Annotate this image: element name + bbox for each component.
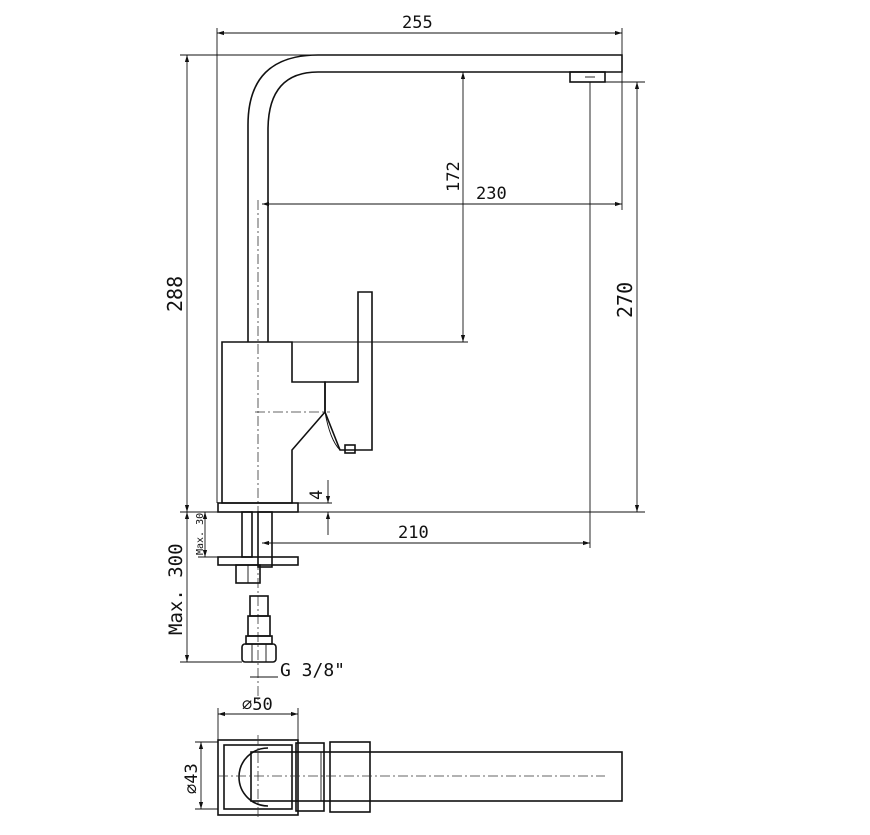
- dimension-max-300: Max. 300: [165, 512, 190, 662]
- faucet-body: [221, 341, 330, 504]
- lever-handle: [324, 291, 373, 454]
- dimension-label: 270: [613, 282, 637, 318]
- dimension-label: 255: [402, 13, 433, 33]
- extension-lines: [180, 28, 645, 663]
- dimension-label: Max. 300: [165, 543, 187, 635]
- dimension-288: 288: [163, 55, 190, 512]
- dimension-label: 172: [444, 161, 464, 192]
- dimension-172: 172: [444, 72, 466, 342]
- dimension-diameter-43: ⌀43: [182, 741, 218, 810]
- dimension-max-30: Max. 30: [195, 512, 208, 557]
- dimension-230: 230: [262, 184, 622, 207]
- faucet-top-view: [217, 735, 623, 820]
- dimension-270: 270: [613, 82, 640, 512]
- thread-label: G 3/8": [280, 660, 345, 681]
- dimension-label: 288: [163, 276, 187, 312]
- thread-callout: G 3/8": [250, 660, 345, 681]
- dimension-diameter-50: ⌀50: [217, 695, 299, 740]
- dimension-label: ⌀43: [182, 763, 202, 794]
- spout-side-view: [247, 54, 623, 700]
- dimension-210: 210: [262, 523, 590, 546]
- dimension-255: 255: [217, 13, 622, 36]
- dimension-label: 230: [476, 184, 507, 204]
- dimension-label: 210: [398, 523, 429, 543]
- dimension-label: ⌀50: [242, 695, 273, 715]
- dimension-label: 4: [307, 490, 327, 500]
- dimension-label: Max. 30: [195, 513, 206, 555]
- dimension-4: 4: [307, 480, 331, 535]
